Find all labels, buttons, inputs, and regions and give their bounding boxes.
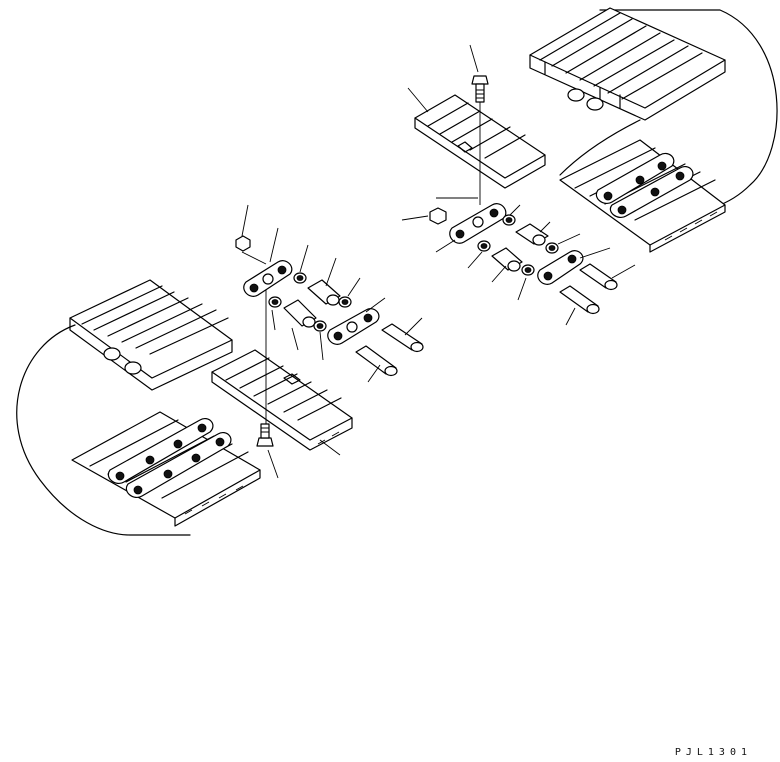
lower-shoe-nut <box>235 235 251 252</box>
lower-pin-boss-2 <box>124 361 142 375</box>
lower-track-pin-2 <box>355 345 398 377</box>
lower-pin-boss-1 <box>103 347 121 361</box>
lower-shoe-bolt <box>256 423 274 447</box>
upper-shoe-bolt <box>471 75 489 103</box>
upper-master-link <box>449 203 507 244</box>
lower-left-track-assembly <box>16 279 261 536</box>
upper-seal-ring-1 <box>502 214 516 226</box>
upper-bushing-1 <box>515 223 549 246</box>
lower-bushing-1 <box>307 279 341 306</box>
lower-exploded-shoe <box>211 290 353 451</box>
lower-master-link <box>243 260 293 297</box>
lower-track-pin-1 <box>381 323 424 353</box>
upper-shoe-nut <box>429 207 447 225</box>
upper-pin-boss-2 <box>586 97 604 111</box>
callout-leaders <box>241 44 636 479</box>
upper-track-pin-1 <box>579 263 618 291</box>
upper-track-loop-inner <box>559 119 641 176</box>
lower-seal-ring-1 <box>293 272 307 284</box>
upper-master-link-2 <box>537 250 584 285</box>
figure-code: PJL1301 <box>674 747 752 758</box>
lower-grouser-shoes <box>69 279 233 391</box>
upper-chain-links <box>595 152 694 218</box>
upper-right-track-assembly <box>529 7 778 253</box>
upper-track-pin-2 <box>559 285 600 315</box>
lower-track-loop <box>16 324 191 536</box>
lower-seal-ring-4 <box>313 320 327 332</box>
lower-seal-ring-2 <box>338 296 352 308</box>
upper-seal-ring-3 <box>477 240 491 252</box>
upper-pin-boss-1 <box>567 88 585 102</box>
lower-chain-links <box>107 418 232 498</box>
lower-master-link-2 <box>327 308 380 345</box>
lower-bushing-2 <box>283 299 317 328</box>
lower-seal-ring-3 <box>268 296 282 308</box>
upper-grouser-shoes <box>529 7 726 121</box>
upper-seal-ring-2 <box>545 242 559 254</box>
upper-bushing-2 <box>491 247 523 272</box>
upper-exploded-shoe <box>414 94 546 205</box>
upper-seal-ring-4 <box>521 264 535 276</box>
